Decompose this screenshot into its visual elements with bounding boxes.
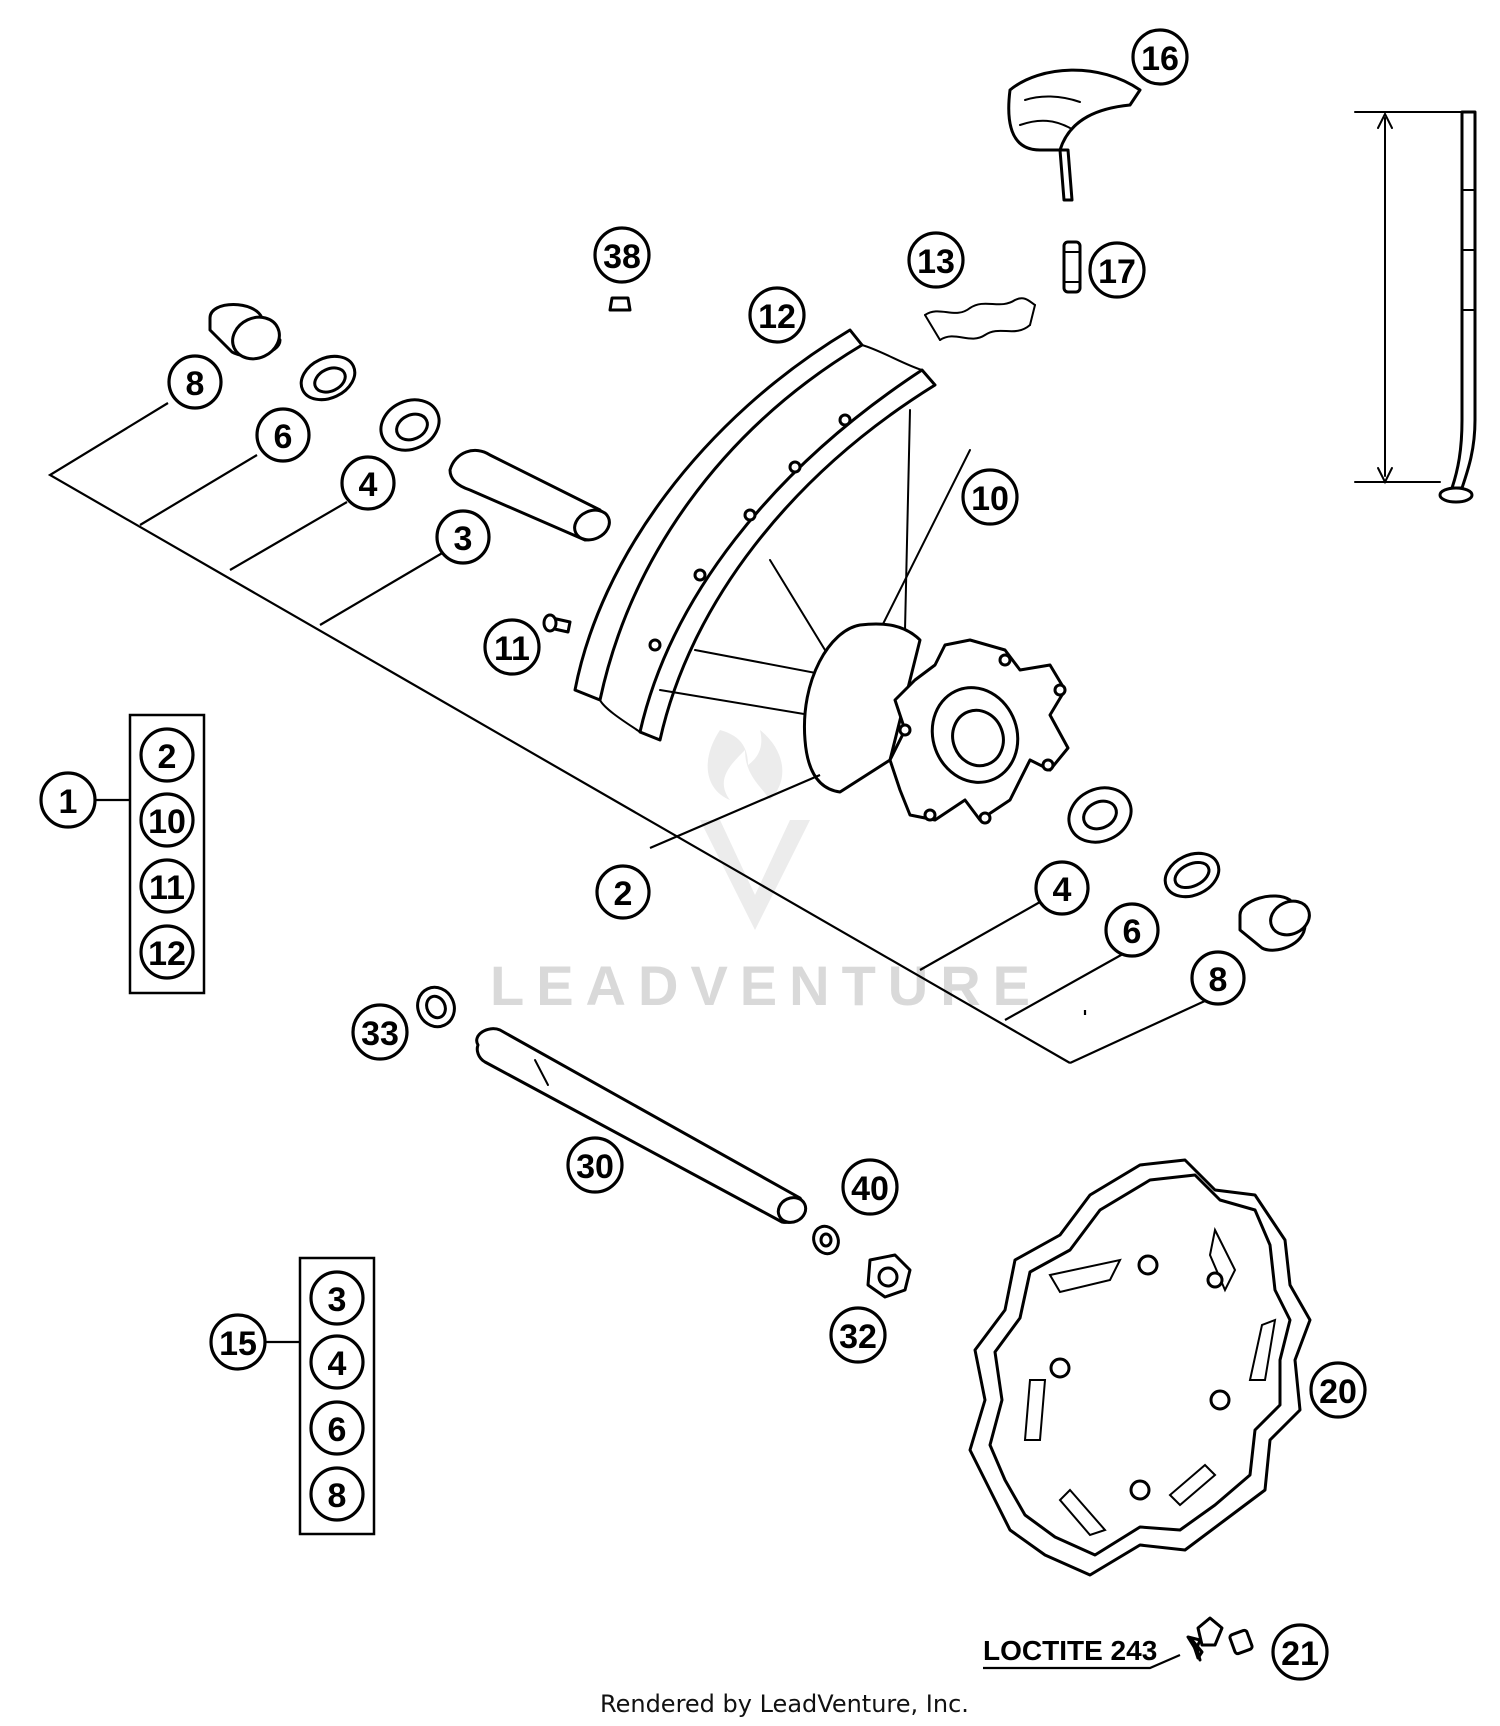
callout-4-right[interactable]: 4 <box>1034 860 1090 916</box>
svg-text:6: 6 <box>1123 913 1142 951</box>
kit-15-item: 3 <box>309 1270 365 1326</box>
svg-text:10: 10 <box>971 480 1009 518</box>
hub-part <box>802 622 1070 825</box>
rim-lock-part <box>1062 240 1082 294</box>
kit-15-item: 6 <box>309 1400 365 1456</box>
kit-15-item: 8 <box>309 1466 365 1522</box>
callout-4-left[interactable]: 4 <box>340 455 396 511</box>
callout-30[interactable]: 30 <box>566 1136 624 1194</box>
kit-1-item: 11 <box>139 858 195 914</box>
svg-text:20: 20 <box>1319 1373 1357 1411</box>
svg-text:2: 2 <box>158 738 177 776</box>
svg-text:8: 8 <box>328 1477 347 1515</box>
footer-credit: Rendered by LeadVenture, Inc. <box>600 1690 969 1718</box>
callout-21[interactable]: 21 <box>1271 1623 1329 1681</box>
svg-text:11: 11 <box>494 630 530 668</box>
callout-3[interactable]: 3 <box>435 509 491 565</box>
svg-text:3: 3 <box>328 1281 347 1319</box>
watermark: LEADVENTURE <box>490 730 1042 1017</box>
callout-15[interactable]: 15 <box>209 1313 267 1371</box>
kit-15-box: 3 4 6 8 <box>298 1256 376 1536</box>
svg-text:15: 15 <box>219 1325 257 1363</box>
tire-part <box>1007 68 1142 202</box>
svg-text:38: 38 <box>603 238 641 276</box>
leadventure-logo-mark <box>700 730 810 930</box>
callout-10[interactable]: 10 <box>961 468 1019 526</box>
callout-2[interactable]: 2 <box>595 864 651 920</box>
callout-8-right[interactable]: 8 <box>1190 950 1246 1006</box>
callout-13[interactable]: 13 <box>907 231 965 289</box>
callout-32[interactable]: 32 <box>829 1306 887 1364</box>
callout-8-left[interactable]: 8 <box>167 354 223 410</box>
spoke-nipple-part <box>542 613 572 634</box>
svg-text:4: 4 <box>328 1345 347 1383</box>
svg-text:6: 6 <box>274 418 293 456</box>
svg-text:4: 4 <box>359 466 378 504</box>
loctite-label: LOCTITE 243 <box>983 1635 1157 1666</box>
right-bearing-stack <box>1067 786 1311 952</box>
rim-part <box>573 328 937 742</box>
svg-text:21: 21 <box>1281 1635 1319 1673</box>
svg-text:10: 10 <box>148 803 186 841</box>
svg-text:12: 12 <box>758 298 796 336</box>
callout-33[interactable]: 33 <box>351 1003 409 1061</box>
svg-text:8: 8 <box>186 365 205 403</box>
callout-20[interactable]: 20 <box>1309 1361 1367 1419</box>
svg-text:1: 1 <box>59 783 78 821</box>
callout-17[interactable]: 17 <box>1088 241 1146 299</box>
rim-tape-part <box>924 297 1036 341</box>
callout-6-left[interactable]: 6 <box>255 407 311 463</box>
svg-text:17: 17 <box>1098 253 1136 291</box>
svg-text:3: 3 <box>454 520 473 558</box>
callout-38[interactable]: 38 <box>593 226 651 284</box>
svg-text:2: 2 <box>614 875 633 913</box>
callout-11[interactable]: 11 <box>483 618 541 676</box>
svg-text:16: 16 <box>1141 40 1179 78</box>
inner-tube-section <box>1354 110 1477 504</box>
svg-text:40: 40 <box>851 1170 889 1208</box>
callout-6-right[interactable]: 6 <box>1104 902 1160 958</box>
callout-1[interactable]: 1 <box>39 771 97 829</box>
kit-15-item: 4 <box>309 1334 365 1390</box>
svg-text:13: 13 <box>917 243 955 281</box>
leader-lines <box>47 402 1208 1670</box>
brake-disc-part <box>968 1158 1312 1577</box>
svg-text:4: 4 <box>1053 871 1072 909</box>
axle-assembly <box>416 985 912 1299</box>
svg-text:6: 6 <box>328 1411 347 1449</box>
callout-40[interactable]: 40 <box>841 1158 899 1216</box>
kit-1-item: 10 <box>139 792 195 848</box>
disc-bolt-part <box>1186 1616 1254 1662</box>
kit-1-item: 12 <box>139 924 195 980</box>
svg-text:11: 11 <box>149 869 185 907</box>
svg-text:33: 33 <box>361 1015 399 1053</box>
callout-16[interactable]: 16 <box>1131 28 1189 86</box>
svg-text:8: 8 <box>1209 961 1228 999</box>
svg-text:32: 32 <box>839 1318 877 1356</box>
kit-1-box: 2 10 11 12 <box>128 713 206 995</box>
valve-cap-part <box>608 296 632 312</box>
svg-text:12: 12 <box>148 935 186 973</box>
callout-12[interactable]: 12 <box>748 286 806 344</box>
left-bearing-stack <box>208 303 611 542</box>
svg-text:30: 30 <box>576 1148 614 1186</box>
watermark-text: LEADVENTURE <box>490 954 1042 1017</box>
kit-1-item: 2 <box>139 727 195 783</box>
